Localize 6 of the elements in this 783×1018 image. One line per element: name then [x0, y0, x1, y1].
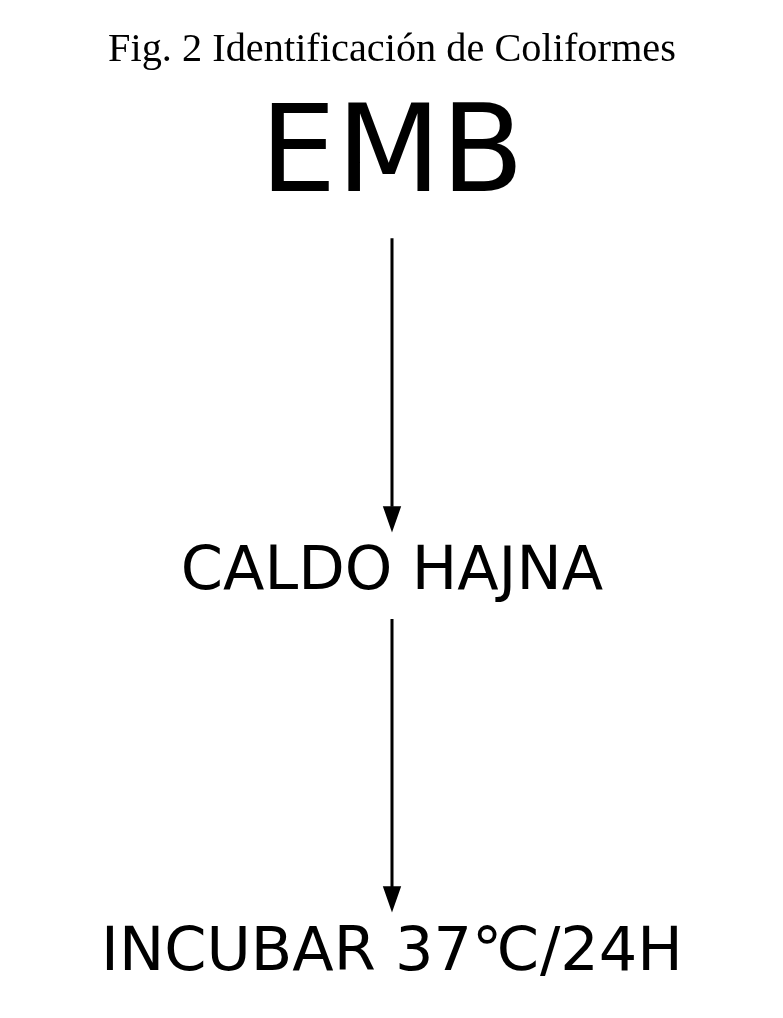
- node-text: CALDO HAJNA: [180, 532, 603, 603]
- node-text: INCUBAR 37℃/24H: [100, 913, 683, 984]
- node-text: EMB: [259, 79, 524, 221]
- arrow: [382, 618, 401, 913]
- diagram-title: Fig. 2 Identificación de Coliformes: [107, 24, 676, 70]
- arrow: [382, 238, 401, 533]
